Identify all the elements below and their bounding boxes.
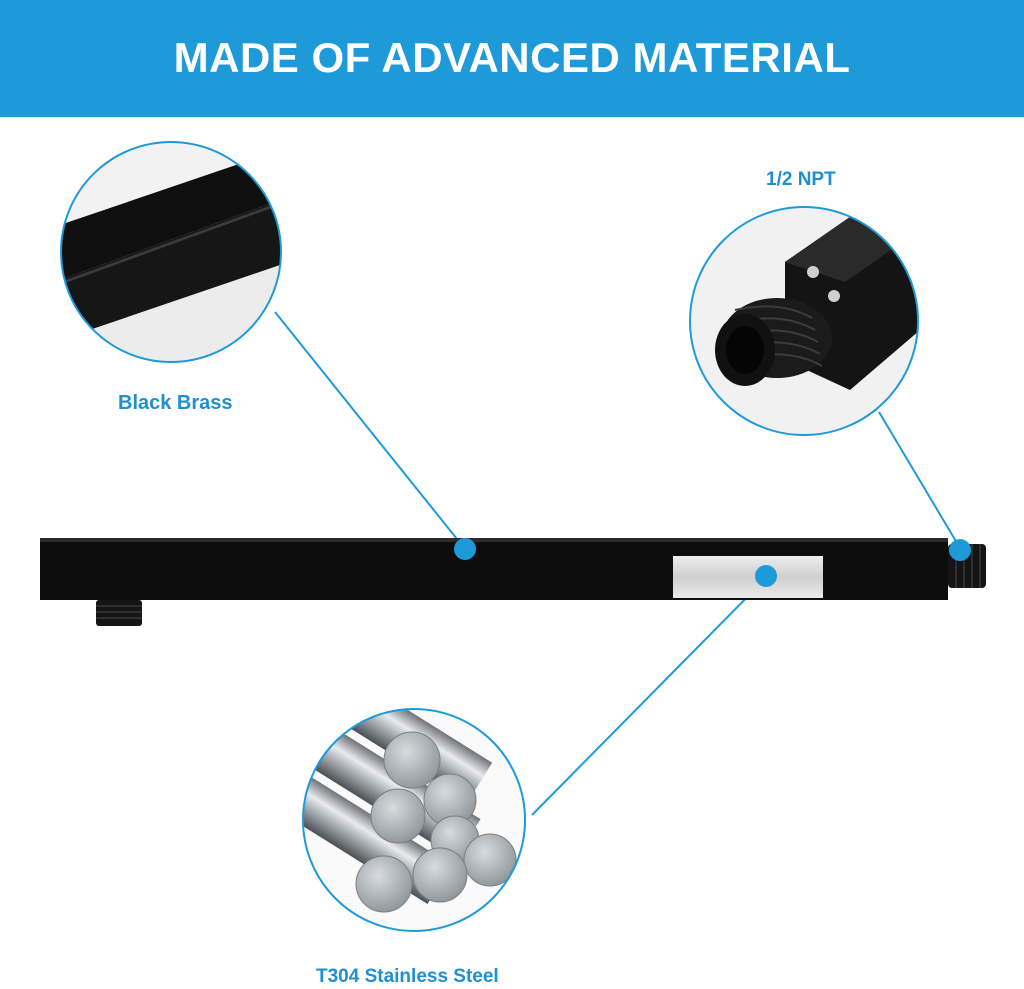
banner-title: MADE OF ADVANCED MATERIAL	[173, 33, 851, 81]
npt-dot	[949, 539, 971, 561]
stainless-steel-label: T304 Stainless Steel	[316, 966, 499, 987]
stainless-steel-zoom	[302, 708, 526, 932]
brass-connector-line	[274, 311, 466, 550]
shower-arm	[40, 538, 986, 626]
steel-dot	[755, 565, 777, 587]
bottom-fitting	[96, 600, 142, 626]
brass-dot	[454, 538, 476, 560]
black-brass-zoom	[60, 141, 282, 363]
stainless-window	[673, 556, 823, 598]
npt-label: 1/2 NPT	[766, 169, 836, 190]
title-banner: MADE OF ADVANCED MATERIAL	[0, 0, 1024, 117]
black-brass-label: Black Brass	[118, 392, 233, 414]
npt-zoom	[689, 206, 919, 436]
steel-connector-line	[531, 577, 767, 816]
npt-connector-line	[878, 411, 961, 549]
